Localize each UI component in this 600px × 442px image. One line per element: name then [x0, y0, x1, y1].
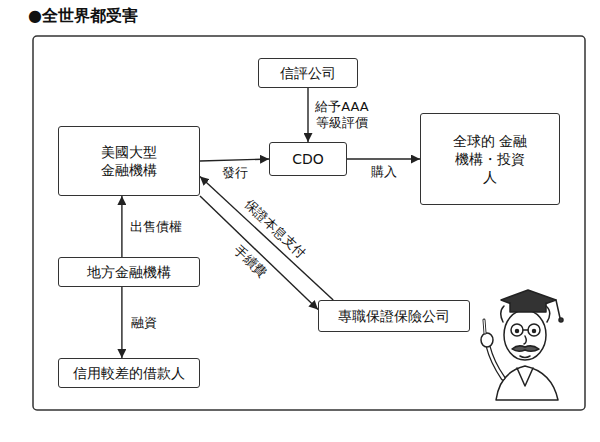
diagram-title: ●全世界都受害: [28, 6, 138, 27]
process-box: 美國大型 金融機構: [58, 126, 200, 196]
process-box: 全球的 金融機構・投資人: [420, 113, 560, 205]
box-text: 地方金融機構: [87, 263, 171, 281]
process-box: CDO: [269, 142, 347, 176]
process-box: 地方金融機構: [58, 257, 200, 287]
box-text: 信評公司: [280, 64, 336, 82]
edge-label: 給予AAA 等級評價: [311, 99, 373, 132]
edge-label: 發行: [220, 165, 250, 181]
flow-arrow: [121, 287, 122, 358]
flow-arrow: [121, 196, 122, 257]
professor-illustration: [481, 290, 563, 400]
process-box: 專職保證保險公司: [318, 300, 470, 332]
flow-arrow: [307, 88, 308, 142]
box-text: 全球的 金融機構・投資人: [452, 132, 528, 187]
box-text: 美國大型 金融機構: [97, 143, 161, 179]
flow-arrow: [200, 159, 269, 161]
process-box: 信評公司: [258, 58, 358, 88]
edge-label: 購入: [369, 164, 399, 180]
box-text: CDO: [292, 150, 324, 168]
process-box: 信用較差的借款人: [58, 358, 200, 388]
flow-arrow: [200, 176, 333, 300]
outer-frame: [33, 36, 585, 410]
edge-label: 手續費: [229, 241, 271, 283]
flow-arrow: [347, 158, 420, 159]
box-text: 專職保證保險公司: [338, 307, 450, 325]
edge-label: 融資: [129, 314, 159, 330]
edge-label: 出售債權: [128, 218, 184, 234]
box-text: 信用較差的借款人: [73, 364, 185, 382]
